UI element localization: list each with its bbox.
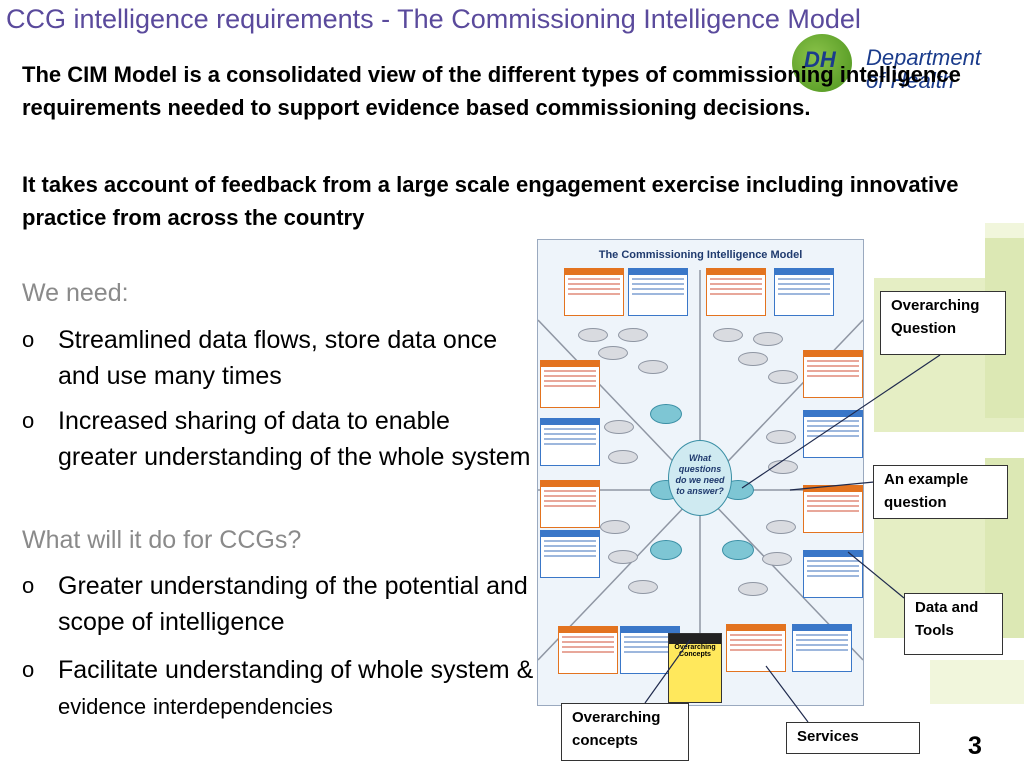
poster-concepts-label: Overarching Concepts: [674, 644, 716, 658]
intro-paragraph-2: It takes account of feedback from a larg…: [22, 172, 959, 230]
bullet-text-interdependencies: interdependencies: [153, 694, 333, 719]
poster-question-oval: [608, 550, 638, 564]
poster-concepts-header: [669, 634, 721, 644]
callout-data-and-tools: Data and Tools: [904, 593, 1003, 655]
bullet-item: o Greater understanding of the potential…: [22, 568, 532, 640]
bullet-text-main: Facilitate understanding of whole system: [58, 656, 510, 684]
section-heading-we-need: We need:: [22, 279, 129, 307]
poster-question-oval: [766, 520, 796, 534]
bullet-text: Greater understanding of the potential a…: [58, 572, 528, 636]
poster-question-oval: [768, 370, 798, 384]
dh-logo-name-line-2: of Health: [866, 68, 955, 93]
poster-question-oval: [766, 430, 796, 444]
bullet-item: o Facilitate understanding of whole syst…: [22, 652, 542, 725]
callout-example-question: An example question: [873, 465, 1008, 519]
bullet-item: o Increased sharing of data to enable gr…: [22, 403, 532, 475]
dh-logo-name: Department of Health: [866, 46, 981, 92]
dh-globe-icon: [792, 34, 852, 92]
bullet-text: Streamlined data flows, store data once …: [58, 326, 498, 390]
callout-overarching-question: Overarching Question: [880, 291, 1006, 355]
poster-center-question-text: What questions do we need to answer?: [675, 453, 725, 496]
poster-key-question-oval: [722, 540, 754, 560]
poster-center-question: What questions do we need to answer?: [668, 440, 732, 516]
bullet-text: Facilitate understanding of whole system…: [22, 652, 542, 725]
poster-tools-box: [540, 418, 600, 466]
poster-question-oval: [628, 580, 658, 594]
section-heading-ccgs: What will it do for CCGs?: [22, 526, 302, 554]
intro-paragraph-1: The CIM Model is a consolidated view of …: [22, 62, 961, 120]
poster-tools-box: [628, 268, 688, 316]
poster-services-box: [540, 360, 600, 408]
poster-tools-box: [540, 530, 600, 578]
poster-key-question-oval: [650, 540, 682, 560]
bullet-marker: o: [22, 327, 35, 352]
poster-tools-box: [774, 268, 834, 316]
poster-tools-box: [803, 410, 863, 458]
poster-question-oval: [713, 328, 743, 342]
poster-tools-box: [803, 550, 863, 598]
poster-question-oval: [618, 328, 648, 342]
poster-tools-box: [792, 624, 852, 672]
poster-services-box: [564, 268, 624, 316]
poster-title: The Commissioning Intelligence Model: [598, 249, 803, 261]
page-number: 3: [968, 732, 982, 760]
poster-question-oval: [738, 352, 768, 366]
callout-overarching-concepts: Overarching concepts: [561, 703, 689, 761]
bullet-text: Increased sharing of data to enable grea…: [58, 407, 531, 471]
bullet-item: o Streamlined data flows, store data onc…: [22, 322, 532, 394]
poster-question-oval: [738, 582, 768, 596]
poster-services-box: [803, 485, 863, 533]
cim-model-poster: The Commissioning Intelligence Model: [537, 239, 864, 706]
poster-question-oval: [638, 360, 668, 374]
bullet-text-ampersand: &: [516, 656, 534, 684]
poster-concepts-box: Overarching Concepts: [668, 633, 722, 703]
poster-services-box: [558, 626, 618, 674]
dh-logo-letters: DH: [804, 47, 836, 72]
poster-question-oval: [753, 332, 783, 346]
callout-services: Services: [786, 722, 920, 754]
bullet-marker: o: [22, 573, 35, 598]
bullet-marker: o: [22, 408, 35, 433]
slide-title: CCG intelligence requirements - The Comm…: [6, 4, 861, 34]
bullet-text-evidence: evidence: [58, 694, 147, 719]
bullet-marker: o: [22, 657, 35, 682]
poster-question-oval: [604, 420, 634, 434]
poster-services-box: [706, 268, 766, 316]
dh-logo-name-line-1: Department: [866, 45, 981, 70]
poster-services-box: [726, 624, 786, 672]
poster-services-box: [803, 350, 863, 398]
poster-services-box: [540, 480, 600, 528]
poster-key-question-oval: [650, 404, 682, 424]
poster-question-oval: [608, 450, 638, 464]
poster-question-oval: [578, 328, 608, 342]
decorative-green-block: [930, 660, 1024, 704]
poster-question-oval: [600, 520, 630, 534]
poster-question-oval: [598, 346, 628, 360]
poster-question-oval: [762, 552, 792, 566]
